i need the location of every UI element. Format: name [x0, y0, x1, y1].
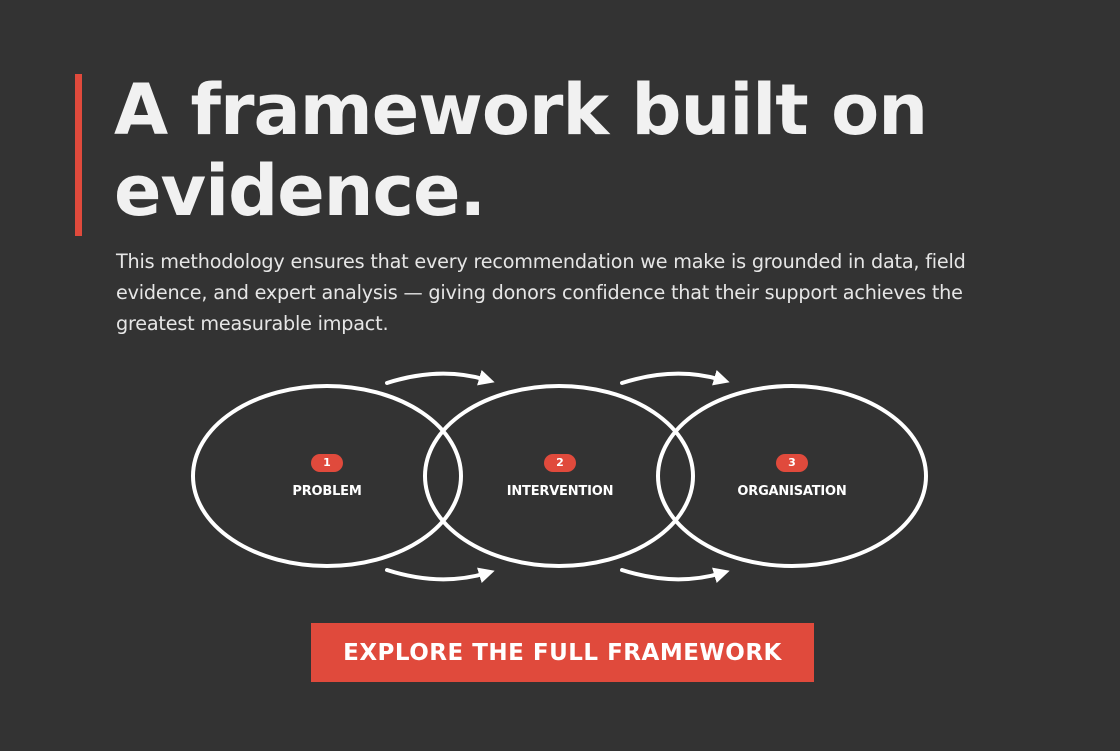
arrow-bottom-1: [385, 567, 495, 583]
ellipse-intervention: [423, 384, 695, 568]
ellipse-organisation: [656, 384, 928, 568]
step-problem: 1 PROBLEM: [247, 453, 407, 499]
arrow-bottom-2: [620, 567, 730, 583]
accent-bar: [75, 74, 82, 236]
step-label: INTERVENTION: [506, 484, 614, 499]
step-organisation: 3 ORGANISATION: [712, 453, 872, 499]
step-number-badge: 3: [776, 454, 808, 472]
arrow-top-1: [385, 370, 495, 386]
step-intervention: 2 INTERVENTION: [480, 453, 640, 499]
title-line-2: evidence.: [114, 150, 486, 232]
arrow-top-2: [620, 370, 730, 386]
page-title: A framework built on evidence.: [114, 70, 1014, 232]
explore-framework-button[interactable]: EXPLORE THE FULL FRAMEWORK: [311, 623, 814, 682]
step-label: ORGANISATION: [737, 484, 847, 499]
title-line-1: A framework built on: [114, 69, 928, 151]
step-number-badge: 2: [544, 454, 576, 472]
step-label: PROBLEM: [292, 484, 362, 499]
description-text: This methodology ensures that every reco…: [116, 250, 966, 335]
step-number-badge: 1: [311, 454, 343, 472]
ellipse-problem: [191, 384, 463, 568]
